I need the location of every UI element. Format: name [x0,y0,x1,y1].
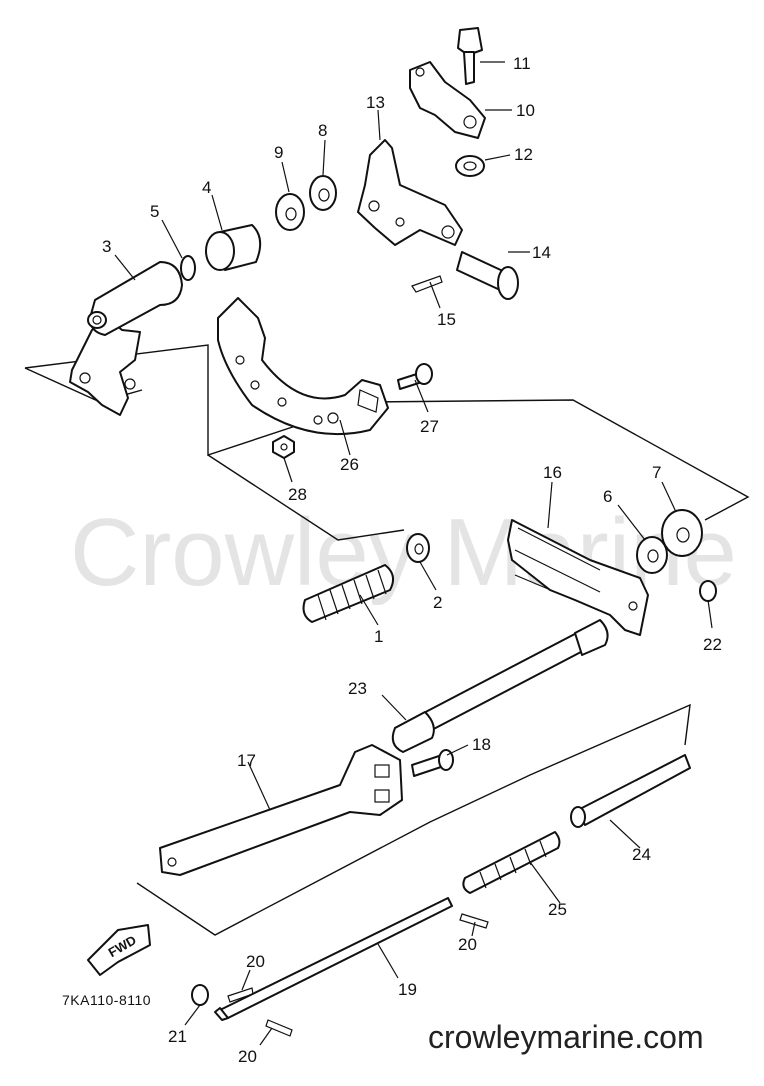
part-shift-bracket [69,261,183,416]
assembly-outline-upper [24,344,750,521]
diagram-code: 7KA110-8110 [62,992,151,1008]
callout-20-top: 20 [246,952,265,971]
part-washer-2 [406,533,430,563]
callout-12: 12 [514,145,533,164]
assembly-outline-bottom [207,454,405,541]
part-washer-7 [661,509,703,557]
callout-21: 21 [168,1027,187,1046]
assembly-outline-lower [136,703,691,936]
part-washer-22 [699,580,717,602]
part-washer-9 [275,193,305,231]
part-rod-24 [570,754,691,828]
callout-25: 25 [548,900,567,919]
callout-2: 2 [433,593,442,612]
callout-20-right: 20 [458,935,477,954]
part-rod-23 [391,619,609,753]
leader-lines [114,61,713,1046]
fwd-arrow-icon: FWD [87,924,151,976]
callout-28: 28 [288,485,307,504]
callout-15: 15 [437,310,456,329]
part-washer-21 [191,984,209,1006]
part-cotter-pin-20b [459,913,489,929]
part-long-lever [159,744,403,876]
callout-5: 5 [150,202,159,221]
callout-16: 16 [543,463,562,482]
footer-site-name: crowleymarine.com [428,1019,704,1055]
part-shift-rod [214,897,453,1021]
part-cotter-pin-15 [411,275,443,293]
callout-1: 1 [374,627,383,646]
callout-6: 6 [603,487,612,506]
callout-14: 14 [532,243,551,262]
callout-26: 26 [340,455,359,474]
part-slide-plate [507,519,649,636]
part-cotter-pin-20a [227,987,254,1003]
callout-8: 8 [318,121,327,140]
part-curved-plate [217,297,389,436]
part-screw-27 [397,363,433,390]
callout-17: 17 [237,751,256,770]
part-washer-8 [309,175,337,211]
callout-23: 23 [348,679,367,698]
callout-3: 3 [102,237,111,256]
part-shift-arm [357,139,463,246]
part-bolt-11 [457,27,483,85]
callout-9: 9 [274,143,283,162]
part-bushing [205,224,262,271]
callout-13: 13 [366,93,385,112]
callout-7: 7 [652,463,661,482]
callout-18: 18 [472,735,491,754]
callout-22: 22 [703,635,722,654]
part-ring [180,255,196,281]
part-washer-6 [636,536,668,574]
part-nut-28 [272,435,295,459]
callout-20-bottom: 20 [238,1047,257,1066]
part-pin [456,251,519,300]
part-spring-25 [462,831,561,894]
part-cable-joint [409,61,486,139]
part-cotter-pin-20c [265,1019,293,1037]
callout-10: 10 [516,101,535,120]
callout-24: 24 [632,845,651,864]
part-spring-1 [302,564,395,623]
callout-4: 4 [202,178,211,197]
callout-27: 27 [420,417,439,436]
part-nut-12 [455,155,485,177]
callout-19: 19 [398,980,417,999]
callout-11: 11 [513,54,531,73]
part-screw-18 [411,749,454,777]
